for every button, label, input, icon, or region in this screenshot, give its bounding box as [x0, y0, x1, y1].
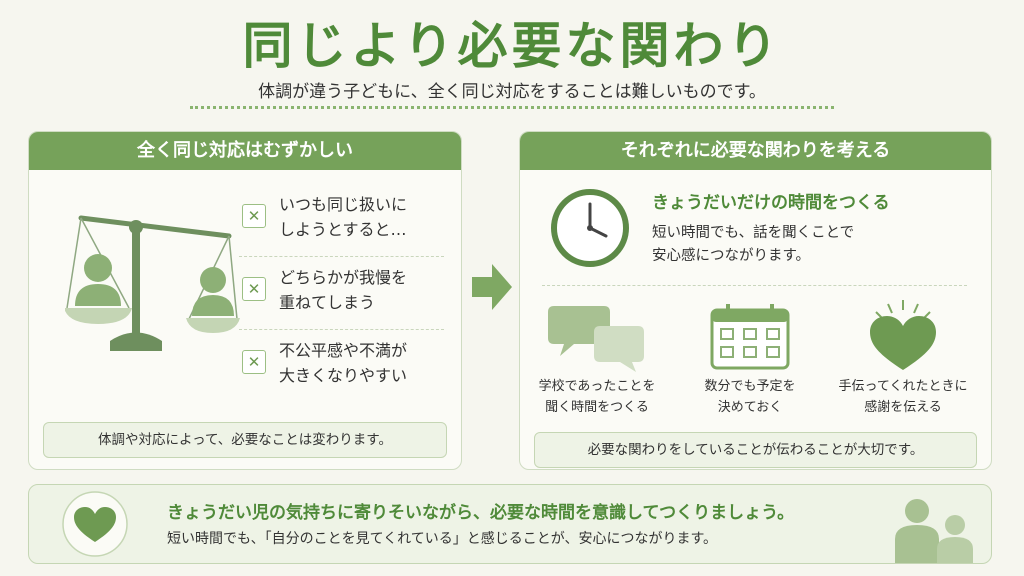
list-item-text: 不公平感や不満が 大きくなりやすい — [279, 341, 408, 385]
x-icon: ✕ — [242, 350, 266, 374]
divider — [190, 106, 834, 109]
summary-description: 短い時間でも、「自分のことを見てくれている」と感じることが、安心につながります。 — [167, 531, 718, 547]
page-subtitle: 体調が違う子どもに、全く同じ対応をすることは難しいものです。 — [258, 82, 766, 102]
list-item: ✕ どちらかが我慢を 重ねてしまう — [239, 256, 444, 329]
difficulty-list: ✕ いつも同じ扱いに しようとすると… ✕ どちらかが我慢を 重ねてしまう ✕ … — [239, 184, 444, 402]
divider — [542, 285, 967, 286]
x-icon: ✕ — [242, 204, 266, 228]
calendar-icon — [710, 304, 790, 370]
speech-bubbles-icon — [548, 306, 644, 372]
list-item: ✕ 不公平感や不満が 大きくなりやすい — [239, 329, 444, 402]
list-item-text: どちらかが我慢を 重ねてしまう — [279, 268, 408, 312]
time-idea-heading: きょうだいだけの時間をつくる — [652, 193, 890, 213]
approach-panel-heading: それぞれに必要な関わりを考える — [520, 132, 991, 170]
time-idea-description: 短い時間でも、話を聞くことで 安心感につながります。 — [652, 225, 855, 264]
x-icon: ✕ — [242, 277, 266, 301]
arrow-right-icon — [472, 264, 512, 310]
heart-icon — [870, 300, 936, 370]
clock-icon — [551, 189, 629, 267]
approach-panel: それぞれに必要な関わりを考える きょうだいだけの時間をつくる 短い時間でも、話を… — [519, 131, 992, 470]
idea-caption: 手伝ってくれたときに 感謝を伝える — [838, 379, 968, 415]
list-item: ✕ いつも同じ扱いに しようとすると… — [239, 184, 444, 256]
heart-icon — [62, 491, 128, 557]
idea-caption: 数分でも予定を 決めておく — [704, 379, 796, 415]
difficulty-panel: 全く同じ対応はむずかしい ✕ いつも同じ扱いに しようとすると… ✕ どちらかが… — [28, 131, 462, 470]
list-item-text: いつも同じ扱いに しようとすると… — [279, 195, 408, 239]
difficulty-panel-heading: 全く同じ対応はむずかしい — [29, 132, 461, 170]
page-title: 同じより必要な関わり — [242, 17, 782, 75]
idea-caption: 学校であったことを 聞く時間をつくる — [538, 379, 656, 415]
approach-note: 必要な関わりをしていることが伝わることが大切です。 — [534, 432, 977, 468]
summary-banner: きょうだい児の気持ちに寄りそいながら、必要な時間を意識してつくりましょう。 短い… — [28, 484, 992, 564]
difficulty-note: 体調や対応によって、必要なことは変わります。 — [43, 422, 447, 458]
balance-scale-icon — [65, 215, 240, 351]
summary-heading: きょうだい児の気持ちに寄りそいながら、必要な時間を意識してつくりましょう。 — [167, 503, 795, 523]
children-icon — [895, 499, 973, 563]
